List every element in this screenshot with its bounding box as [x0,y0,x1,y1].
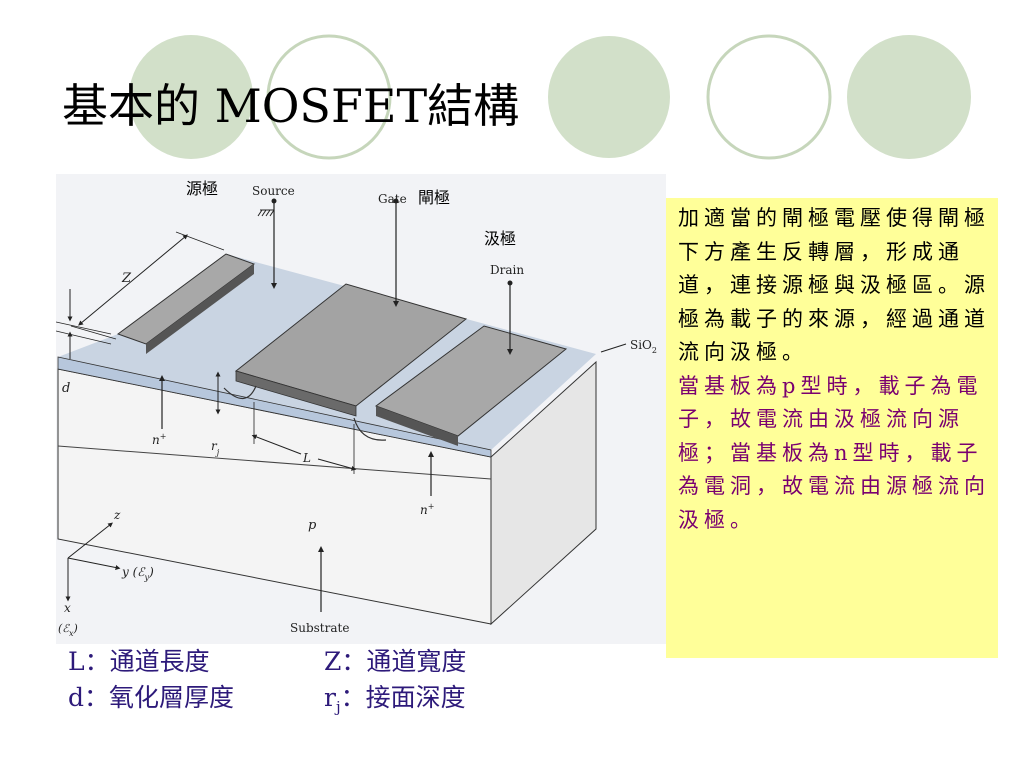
label-axis-x-field: (ℰx) [58,622,78,638]
label-axis-x: x [64,601,71,615]
deco-circle-4 [706,34,832,160]
label-n-plus-right: n+ [420,502,434,517]
label-sio2: SiO2 [630,338,657,355]
label-source-en: Source [252,184,295,198]
label-gate-en: Gate [378,192,407,206]
mosfet-structure-figure: 源極 Source Gate 閘極 汲極 Drain SiO2 Z d n+ r… [56,174,666,644]
legend-junction-depth: rj：接面深度 [324,683,466,716]
d-ext-2 [56,330,112,345]
substrate-divider [57,445,492,480]
gate-dot [393,198,399,204]
oxide-front-face [57,356,492,458]
l-arrow-left [251,434,302,455]
label-n-plus-left: n+ [152,432,166,447]
source-junction [223,385,257,400]
label-axis-z: z [113,508,121,522]
label-drain-cn: 汲極 [484,229,516,248]
label-d: d [62,381,70,396]
z-ext-2 [175,231,225,251]
source-dot [271,198,277,204]
d-ext-1 [56,321,112,335]
decorative-circles [129,34,971,160]
legend-row-1: L：通道長度 Z：通道寬度 [68,644,466,680]
legend-channel-length: L：通道長度 [68,647,210,676]
deco-circle-5 [847,35,971,159]
label-drain-en: Drain [490,263,524,277]
label-rj: rj [211,439,220,457]
drain-junction [353,417,387,441]
label-z: Z [121,271,132,286]
note-paragraph-1: 加適當的閘極電壓使得閘極下方產生反轉層，形成通道，連接源極與汲極區。源極為載子的… [678,206,990,364]
label-gate-cn: 閘極 [418,188,450,207]
ground-symbol [257,209,275,217]
source-contact-front [146,264,254,354]
slide-title: 基本的 MOSFET結構 [62,79,520,133]
legend-oxide-thickness: d：氧化層厚度 [68,683,235,712]
axis-y-line [67,557,121,570]
l-arrow-right [317,458,357,471]
deco-circle-3 [548,36,670,158]
label-source-cn: 源極 [186,179,218,198]
legend-row-2: d：氧化層厚度 rj：接面深度 [68,680,466,725]
deco-circle-1 [129,35,253,159]
axis-z-line [67,522,113,559]
note-paragraph-2: 當基板為p型時，載子為電子，故電流由汲極流向源極；當基板為n型時，載子為電洞，故… [678,373,990,532]
deco-circle-2 [266,34,392,160]
label-axis-y: y (ℰy) [121,565,154,582]
z-ext-1 [70,325,117,340]
drain-dot [507,280,513,286]
substrate-right-face [490,360,597,626]
label-substrate: Substrate [290,621,349,635]
legend-channel-width: Z：通道寬度 [324,647,467,676]
gate-front [235,370,357,417]
z-dimension [78,234,188,326]
drain-contact-front [376,406,458,446]
label-l: L [302,451,311,465]
label-p: p [308,518,317,533]
sio2-leader [600,343,627,353]
explanation-note: 加適當的閘極電壓使得閘極下方產生反轉層，形成通道，連接源極與汲極區。源極為載子的… [666,198,998,658]
legend: L：通道長度 Z：通道寬度 d：氧化層厚度 rj：接面深度 [68,644,466,725]
